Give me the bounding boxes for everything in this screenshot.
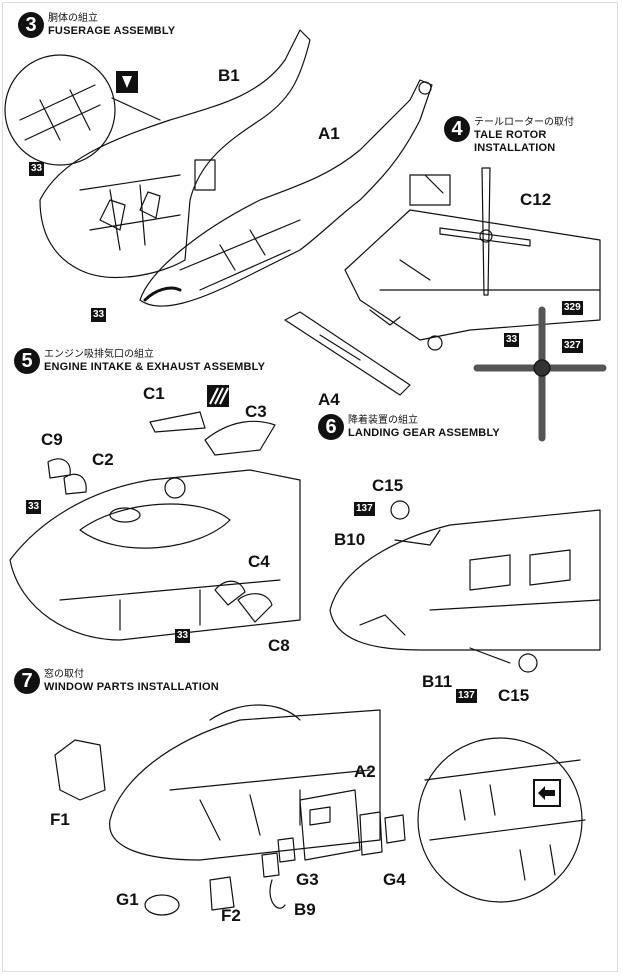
step-title-en: LANDING GEAR ASSEMBLY	[348, 427, 500, 439]
fuselage-left-half-drawing	[39, 29, 311, 279]
paint-code-33: 33	[175, 629, 191, 643]
step-title-jp: 窓の取付	[44, 669, 84, 680]
part-label-c3: C3	[245, 402, 267, 421]
step-5-header: 5 エンジン吸排気口の組立 ENGINE INTAKE & EXHAUST AS…	[14, 348, 265, 374]
paint-code-33: 33	[26, 500, 42, 514]
tail-rotor-blades-drawing	[409, 167, 531, 296]
part-label-c12: C12	[520, 190, 552, 209]
part-label-b10: B10	[334, 530, 366, 549]
part-label-c4: C4	[248, 552, 270, 571]
step-4-header: 4 テールローターの取付 TALE ROTOR INSTALLATION	[444, 116, 574, 155]
stabilizer-a4-drawing	[284, 311, 411, 396]
part-label-c15-bottom: C15	[498, 686, 530, 705]
paint-code-137: 137	[456, 689, 477, 703]
part-label-b11: B11	[422, 672, 453, 691]
step-title-jp: エンジン吸排気口の組立	[44, 349, 154, 360]
part-label-f1: F1	[50, 810, 70, 829]
part-label-b9: B9	[294, 900, 316, 919]
fuselage-window-drawing	[109, 704, 381, 861]
step-title-jp: 降着装置の組立	[348, 415, 418, 426]
part-label-a2: A2	[354, 762, 376, 781]
part-label-g3: G3	[296, 870, 319, 889]
part-label-g1: G1	[116, 890, 139, 909]
intake-parts-drawing	[47, 411, 276, 623]
step-title-jp: テールローターの取付	[474, 117, 574, 128]
part-label-a1: A1	[318, 124, 340, 143]
step-title-en: WINDOW PARTS INSTALLATION	[44, 681, 219, 693]
paint-code-33: 33	[91, 308, 107, 322]
fuselage-landing-gear-drawing	[329, 500, 601, 673]
part-label-c2: C2	[92, 450, 114, 469]
part-label-c9: C9	[41, 430, 63, 449]
step-number: 6	[318, 414, 344, 440]
rotor-paint-cross-drawing	[473, 306, 607, 442]
part-label-f2: F2	[221, 906, 241, 925]
part-label-c8: C8	[268, 636, 290, 655]
paint-code-33: 33	[504, 333, 520, 347]
part-label-c15-top: C15	[372, 476, 404, 495]
fuselage-top-drawing-step5	[9, 469, 301, 641]
step-6-header: 6 降着装置の組立 LANDING GEAR ASSEMBLY	[318, 414, 500, 440]
paint-code-137: 137	[354, 502, 375, 516]
tail-boom-drawing	[344, 209, 601, 351]
window-parts-drawing	[54, 739, 406, 916]
step-7-header: 7 窓の取付 WINDOW PARTS INSTALLATION	[14, 668, 219, 694]
step-title-en-2: INSTALLATION	[474, 142, 556, 154]
part-label-a4: A4	[318, 390, 340, 409]
step-title-en: FUSERAGE ASSEMBLY	[48, 25, 176, 37]
arrow-down-icon	[122, 76, 132, 88]
part-label-c1: C1	[143, 384, 165, 403]
fuselage-right-half-drawing	[139, 79, 433, 307]
part-label-b1: B1	[218, 66, 240, 85]
magnifier-inset-cockpit	[4, 54, 161, 166]
step-number: 5	[14, 348, 40, 374]
paint-code-33: 33	[29, 162, 45, 176]
magnifier-inset-windows	[417, 737, 586, 903]
paint-code-329: 329	[562, 301, 583, 315]
part-label-g4: G4	[383, 870, 406, 889]
paint-code-327: 327	[562, 339, 583, 353]
step-title-en: ENGINE INTAKE & EXHAUST ASSEMBLY	[44, 361, 266, 373]
step-3-header: 3 胴体の組立 FUSERAGE ASSEMBLY	[18, 12, 175, 38]
step-title-jp: 胴体の組立	[48, 13, 98, 24]
step-number: 7	[14, 668, 40, 694]
step-number: 3	[18, 12, 44, 38]
step-title-en: TALE ROTOR	[474, 129, 547, 141]
step-number: 4	[444, 116, 470, 142]
